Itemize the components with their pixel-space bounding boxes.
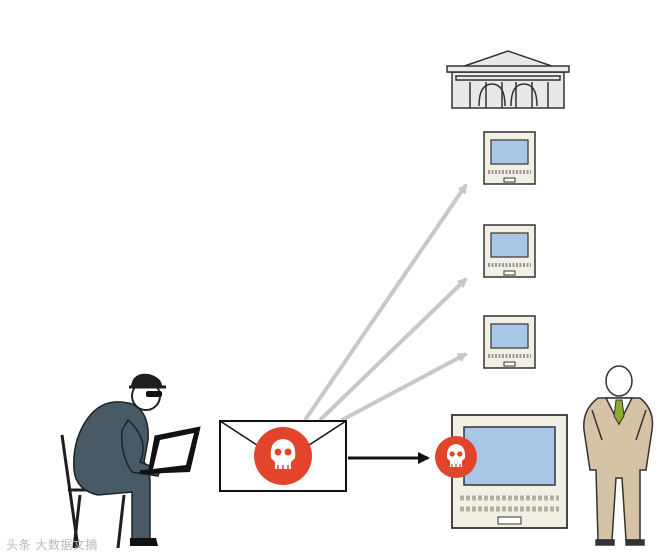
skull-badge-icon xyxy=(435,436,477,478)
arrows-to-terminals xyxy=(303,183,468,422)
watermark: 头条 大数据文摘 xyxy=(6,538,98,552)
terminal-1-icon xyxy=(483,131,536,185)
terminal-2-icon xyxy=(483,224,536,278)
bank-building-icon xyxy=(446,50,570,109)
businessman-figure xyxy=(583,365,654,546)
terminal-3-icon xyxy=(483,315,536,369)
arrow-to-terminal-3 xyxy=(341,352,468,422)
victim-computer-icon xyxy=(435,414,568,529)
arrow-to-terminal-1 xyxy=(303,183,468,422)
skull-icon xyxy=(254,427,312,485)
laptop-icon xyxy=(139,426,201,475)
malicious-email-icon xyxy=(219,420,347,492)
hacker-figure xyxy=(60,373,201,549)
arrow-to-terminal-2 xyxy=(318,277,468,422)
